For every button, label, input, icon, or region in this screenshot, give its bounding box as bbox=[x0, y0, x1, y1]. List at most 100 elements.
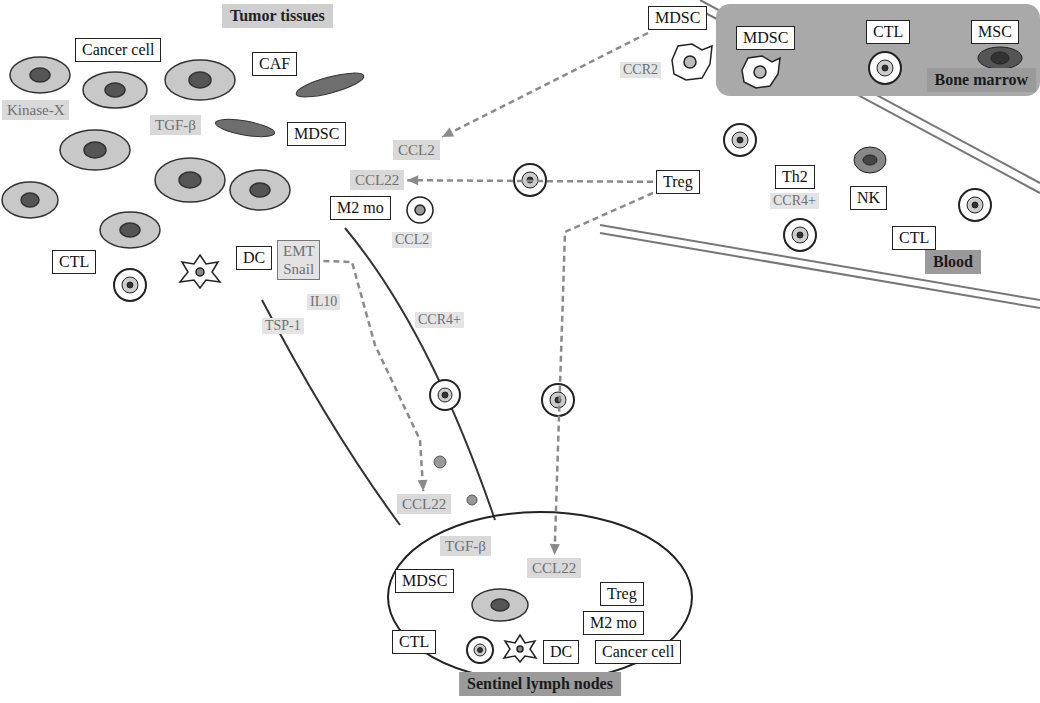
cell-label: MDSC bbox=[648, 6, 707, 30]
stromal-cell bbox=[978, 47, 1022, 69]
cancer-cell bbox=[491, 599, 509, 611]
node-text: M2 mo bbox=[590, 613, 637, 633]
chemokine-label: CCL22 bbox=[527, 558, 581, 578]
cell-label: CTL bbox=[392, 630, 436, 654]
bone-marrow-panel bbox=[716, 4, 1040, 96]
cell-label: CTL bbox=[892, 226, 936, 250]
node-text: CCL22 bbox=[402, 495, 446, 513]
arrow-head bbox=[442, 128, 454, 137]
lymphocyte bbox=[478, 648, 483, 653]
node-text: CAF bbox=[259, 54, 290, 74]
node-text: MDSC bbox=[743, 28, 788, 48]
cell-label: MSC bbox=[971, 20, 1019, 44]
lymph-node-outline bbox=[388, 512, 692, 682]
node-text: MDSC bbox=[655, 8, 700, 28]
cancer-cell bbox=[189, 72, 211, 88]
lymphocyte bbox=[877, 60, 893, 76]
cancer-cell bbox=[155, 158, 225, 202]
cell-label: MDSC bbox=[736, 26, 795, 50]
node-text: Th2 bbox=[782, 167, 808, 187]
stromal-cell bbox=[978, 47, 1022, 69]
nk-cell bbox=[863, 155, 877, 165]
mdsc-cell bbox=[742, 56, 780, 88]
dendritic-cell bbox=[517, 646, 523, 652]
cancer-cell bbox=[30, 68, 50, 82]
migration-arrow bbox=[442, 33, 648, 137]
migration-line bbox=[555, 193, 653, 555]
cell-label: MDSC bbox=[287, 122, 346, 146]
cancer-cell bbox=[83, 72, 147, 108]
lymph-particle bbox=[467, 495, 477, 505]
migration-arrow bbox=[550, 193, 653, 555]
node-text: Tumor tissues bbox=[230, 6, 325, 26]
cell-label: Treg bbox=[656, 170, 700, 194]
mdsc-cell bbox=[672, 44, 780, 88]
node-text: MSC bbox=[978, 22, 1012, 42]
region-heading: Blood bbox=[925, 250, 981, 274]
lymphocyte bbox=[737, 137, 743, 143]
cancer-cell bbox=[120, 223, 140, 237]
dendritic-cell bbox=[180, 255, 536, 662]
lymph-node-outline bbox=[388, 512, 692, 682]
mdsc-cell bbox=[672, 44, 712, 80]
lymphocyte bbox=[438, 388, 452, 402]
mdsc-cell bbox=[684, 56, 696, 68]
chemokine-label: CCL22 bbox=[397, 494, 451, 514]
macrophage-cell bbox=[415, 205, 425, 215]
arrow-head bbox=[407, 175, 418, 185]
nk-cell bbox=[854, 147, 886, 173]
node-text: CCL2 bbox=[398, 141, 435, 159]
region-panel: Bone marrow MDSC CTL MSC bbox=[716, 4, 1040, 96]
node-text: CTL bbox=[873, 22, 903, 42]
blood-vessel-wall bbox=[600, 225, 1040, 300]
molecule-label: Kinase-X bbox=[2, 100, 69, 120]
receptor-label: CCR2 bbox=[620, 62, 661, 78]
cancer-cell bbox=[179, 172, 201, 188]
lymphocyte bbox=[550, 392, 566, 408]
migration-arrow bbox=[407, 175, 653, 185]
region-heading: Bone marrow bbox=[927, 68, 1036, 92]
lymph-node-region: Sentinel lymph nodesCCL22TGF-βMDSCTregM2… bbox=[385, 512, 695, 682]
lymphocyte bbox=[442, 392, 448, 398]
macrophage-cell bbox=[407, 197, 433, 223]
lymphocyte bbox=[797, 232, 803, 238]
arrow-head bbox=[418, 480, 428, 491]
lymphocyte bbox=[732, 132, 748, 148]
lymph-vessel bbox=[262, 228, 495, 525]
blood-vessel-wall bbox=[600, 0, 1040, 308]
arrow-head bbox=[550, 544, 560, 555]
blood-vessel-wall bbox=[700, 0, 1040, 183]
lymphocyte bbox=[127, 282, 133, 288]
dendritic-cell bbox=[196, 268, 204, 276]
node-text: MDSC bbox=[294, 124, 339, 144]
lymphocyte bbox=[467, 637, 493, 663]
molecule-label: TGF-β bbox=[440, 536, 491, 556]
blood-vessel-wall bbox=[700, 10, 1040, 193]
dendritic-cell bbox=[180, 255, 220, 288]
node-text: CTL bbox=[59, 252, 89, 272]
receptor-label: CCR4+ bbox=[770, 193, 819, 209]
nk-cell bbox=[854, 147, 886, 173]
cancer-cell bbox=[60, 130, 130, 170]
migration-line bbox=[442, 33, 648, 137]
cell-label: CAF bbox=[252, 52, 297, 76]
receptor-label: TSP-1 bbox=[262, 318, 304, 334]
lymphocyte bbox=[869, 52, 901, 84]
lymphocyte bbox=[122, 277, 138, 293]
lymphocyte bbox=[959, 189, 991, 221]
receptor-label: CCL2 bbox=[392, 232, 432, 248]
blood-vessel-wall bbox=[600, 233, 1040, 308]
cell-label: CTL bbox=[52, 250, 96, 274]
lymphocyte bbox=[474, 644, 486, 656]
dendritic-cell bbox=[504, 635, 536, 662]
cancer-cell bbox=[105, 83, 125, 97]
lymphocyte bbox=[114, 52, 991, 663]
lymph-particle bbox=[434, 456, 446, 468]
lymph-vessel bbox=[262, 300, 400, 525]
cell-label: Th2 bbox=[775, 165, 815, 189]
lymphocyte bbox=[430, 380, 460, 410]
fibroblast bbox=[294, 68, 366, 102]
node-text: Treg bbox=[663, 172, 693, 192]
